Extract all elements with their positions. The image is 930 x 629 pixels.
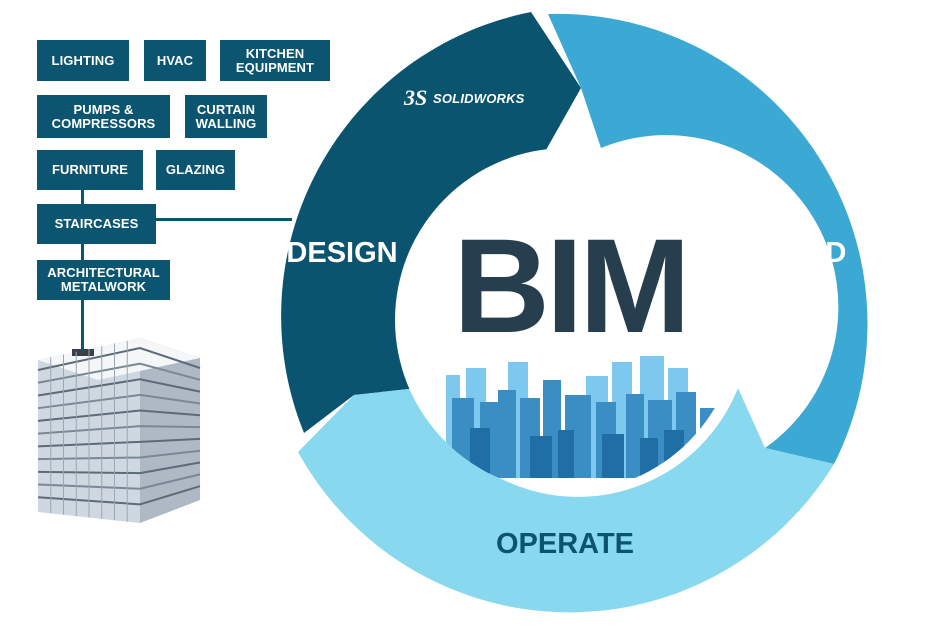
building-floor-line — [37, 393, 201, 410]
connector-column — [81, 300, 84, 352]
solidworks-logo-mark: 3S — [403, 85, 427, 110]
building-floor-line — [37, 437, 201, 448]
building-floors — [37, 340, 201, 522]
building-floor-line — [37, 461, 201, 475]
building-floor-line — [37, 409, 201, 422]
build-segment — [548, 13, 868, 464]
solidworks-logo: 3S SOLIDWORKS — [403, 85, 525, 110]
building-floor-line — [37, 346, 201, 371]
connector-staircases-design — [156, 218, 292, 221]
connector-staircases-metalwork — [81, 244, 84, 260]
bim-title: BIM — [453, 212, 687, 361]
build-label: BUILD — [758, 237, 847, 269]
building-floor-line — [37, 473, 201, 490]
component-staircases: STAIRCASES — [37, 204, 156, 244]
component-furniture: FURNITURE — [37, 150, 143, 190]
connector-furniture-staircases — [81, 190, 84, 204]
building-floor-line — [37, 425, 201, 435]
operate-label: OPERATE — [496, 528, 634, 560]
component-hvac: HVAC — [144, 40, 206, 81]
operate-segment — [298, 388, 834, 613]
solidworks-wordmark: SOLIDWORKS — [433, 91, 525, 106]
component-architectural-metalwork: ARCHITECTURAL METALWORK — [37, 260, 170, 300]
building-floor-line — [37, 485, 201, 506]
component-glazing: GLAZING — [156, 150, 235, 190]
component-lighting: LIGHTING — [37, 40, 129, 81]
component-curtain-walling: CURTAIN WALLING — [185, 95, 267, 138]
building-floor-line — [37, 449, 201, 461]
component-kitchen-equipment: KITCHEN EQUIPMENT — [220, 40, 330, 81]
component-pumps-compressors: PUMPS & COMPRESSORS — [37, 95, 170, 138]
design-label: DESIGN — [286, 237, 397, 269]
building-floor-line — [37, 362, 201, 384]
building-floor-line — [37, 378, 201, 397]
